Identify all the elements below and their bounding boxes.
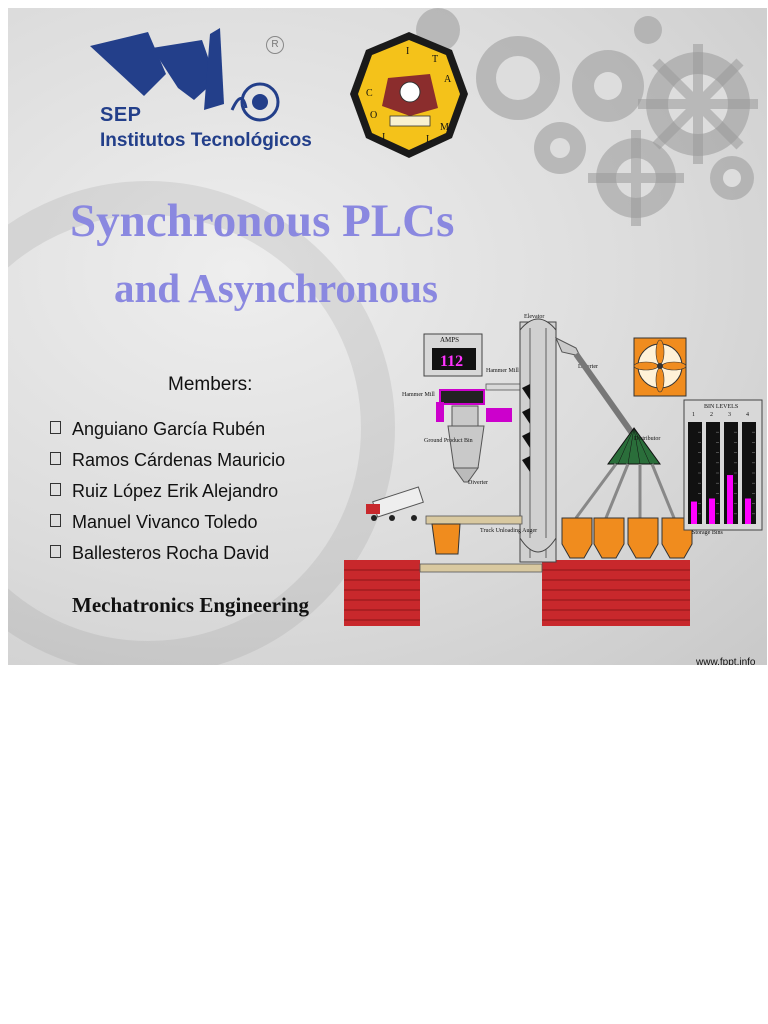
- title-line-1: Synchronous PLCs: [70, 195, 455, 247]
- list-item: Ballesteros Rocha David: [50, 538, 285, 569]
- seal-letter: L: [426, 134, 432, 145]
- bin-number-4: 4: [746, 412, 749, 418]
- title-line-2: and Asynchronous: [114, 265, 438, 311]
- seal-letter: M: [440, 122, 449, 133]
- sep-logo-icon: [90, 28, 280, 122]
- footer-url: www.fppt.info: [696, 657, 756, 665]
- bullet-box-icon: [50, 483, 61, 496]
- seal-letter: T: [432, 54, 438, 65]
- label-storage-bins: Storage Bins: [692, 530, 723, 536]
- member-name: Ballesteros Rocha David: [72, 543, 270, 563]
- seal-letter: O: [370, 110, 377, 121]
- plant-process-diagram: AMPS 112 Hammer Mill Hammer Mill Feed Au…: [344, 314, 763, 626]
- institute-seal-icon: I T A C M L I O: [350, 32, 468, 158]
- gears-background-icon: [8, 8, 758, 665]
- brick-wall-left: [344, 560, 420, 626]
- list-item: Manuel Vivanco Toledo: [50, 507, 285, 538]
- amps-value: 112: [440, 353, 463, 370]
- storage-bins: [561, 517, 693, 559]
- seal-letter: I: [382, 132, 385, 143]
- bin-number-3: 3: [728, 412, 731, 418]
- label-elevator: Elevator: [524, 314, 544, 320]
- brick-wall-right: [542, 560, 690, 626]
- list-item: Ruiz López Erik Alejandro: [50, 476, 285, 507]
- label-ground-product-bin: Ground Product Bin: [424, 438, 473, 444]
- bin-number-1: 1: [692, 412, 695, 418]
- bullet-box-icon: [50, 421, 61, 434]
- member-name: Anguiano García Rubén: [72, 419, 266, 439]
- label-hammer-mill-feed-auger: Hammer Mill Feed Auger: [486, 368, 548, 374]
- career-label: Mechatronics Engineering: [72, 593, 310, 617]
- bin-level-fill-3: [727, 475, 733, 524]
- logo-institution-text: Institutos Tecnológicos: [100, 130, 312, 151]
- registered-mark: R: [266, 36, 284, 54]
- bin-level-fill-4: [745, 498, 751, 524]
- bin-number-2: 2: [710, 412, 713, 418]
- seal-letter: C: [366, 88, 373, 99]
- seal-letter: I: [406, 46, 409, 57]
- label-hammer-mill: Hammer Mill: [402, 392, 435, 398]
- list-item: Anguiano García Rubén: [50, 414, 285, 445]
- bin-level-gauge-1: [688, 422, 702, 524]
- amps-label: AMPS: [440, 336, 459, 344]
- bin-levels-title: BIN LEVELS: [704, 404, 738, 410]
- slide: R SEP Institutos Tecnológicos I T A C M …: [8, 8, 767, 665]
- bullet-box-icon: [50, 545, 61, 558]
- truck-icon: [366, 486, 424, 521]
- bullet-box-icon: [50, 452, 61, 465]
- bin-level-fill-1: [691, 501, 697, 524]
- member-name: Ramos Cárdenas Mauricio: [72, 450, 286, 470]
- bullet-box-icon: [50, 514, 61, 527]
- seal-letter: A: [444, 74, 452, 85]
- fan-icon: [633, 337, 687, 397]
- bin-level-fill-2: [709, 498, 715, 524]
- members-heading: Members:: [168, 374, 253, 395]
- list-item: Ramos Cárdenas Mauricio: [50, 445, 285, 476]
- member-name: Ruiz López Erik Alejandro: [72, 481, 279, 501]
- label-distributor: Distributor: [634, 436, 660, 442]
- member-name: Manuel Vivanco Toledo: [72, 512, 258, 532]
- label-diverter: Diverter: [468, 480, 488, 486]
- logo-sep-text: SEP: [100, 104, 142, 126]
- label-truck-unloading-auger: Truck Unloading Auger: [480, 528, 537, 534]
- members-list: Anguiano García Rubén Ramos Cárdenas Mau…: [50, 414, 285, 569]
